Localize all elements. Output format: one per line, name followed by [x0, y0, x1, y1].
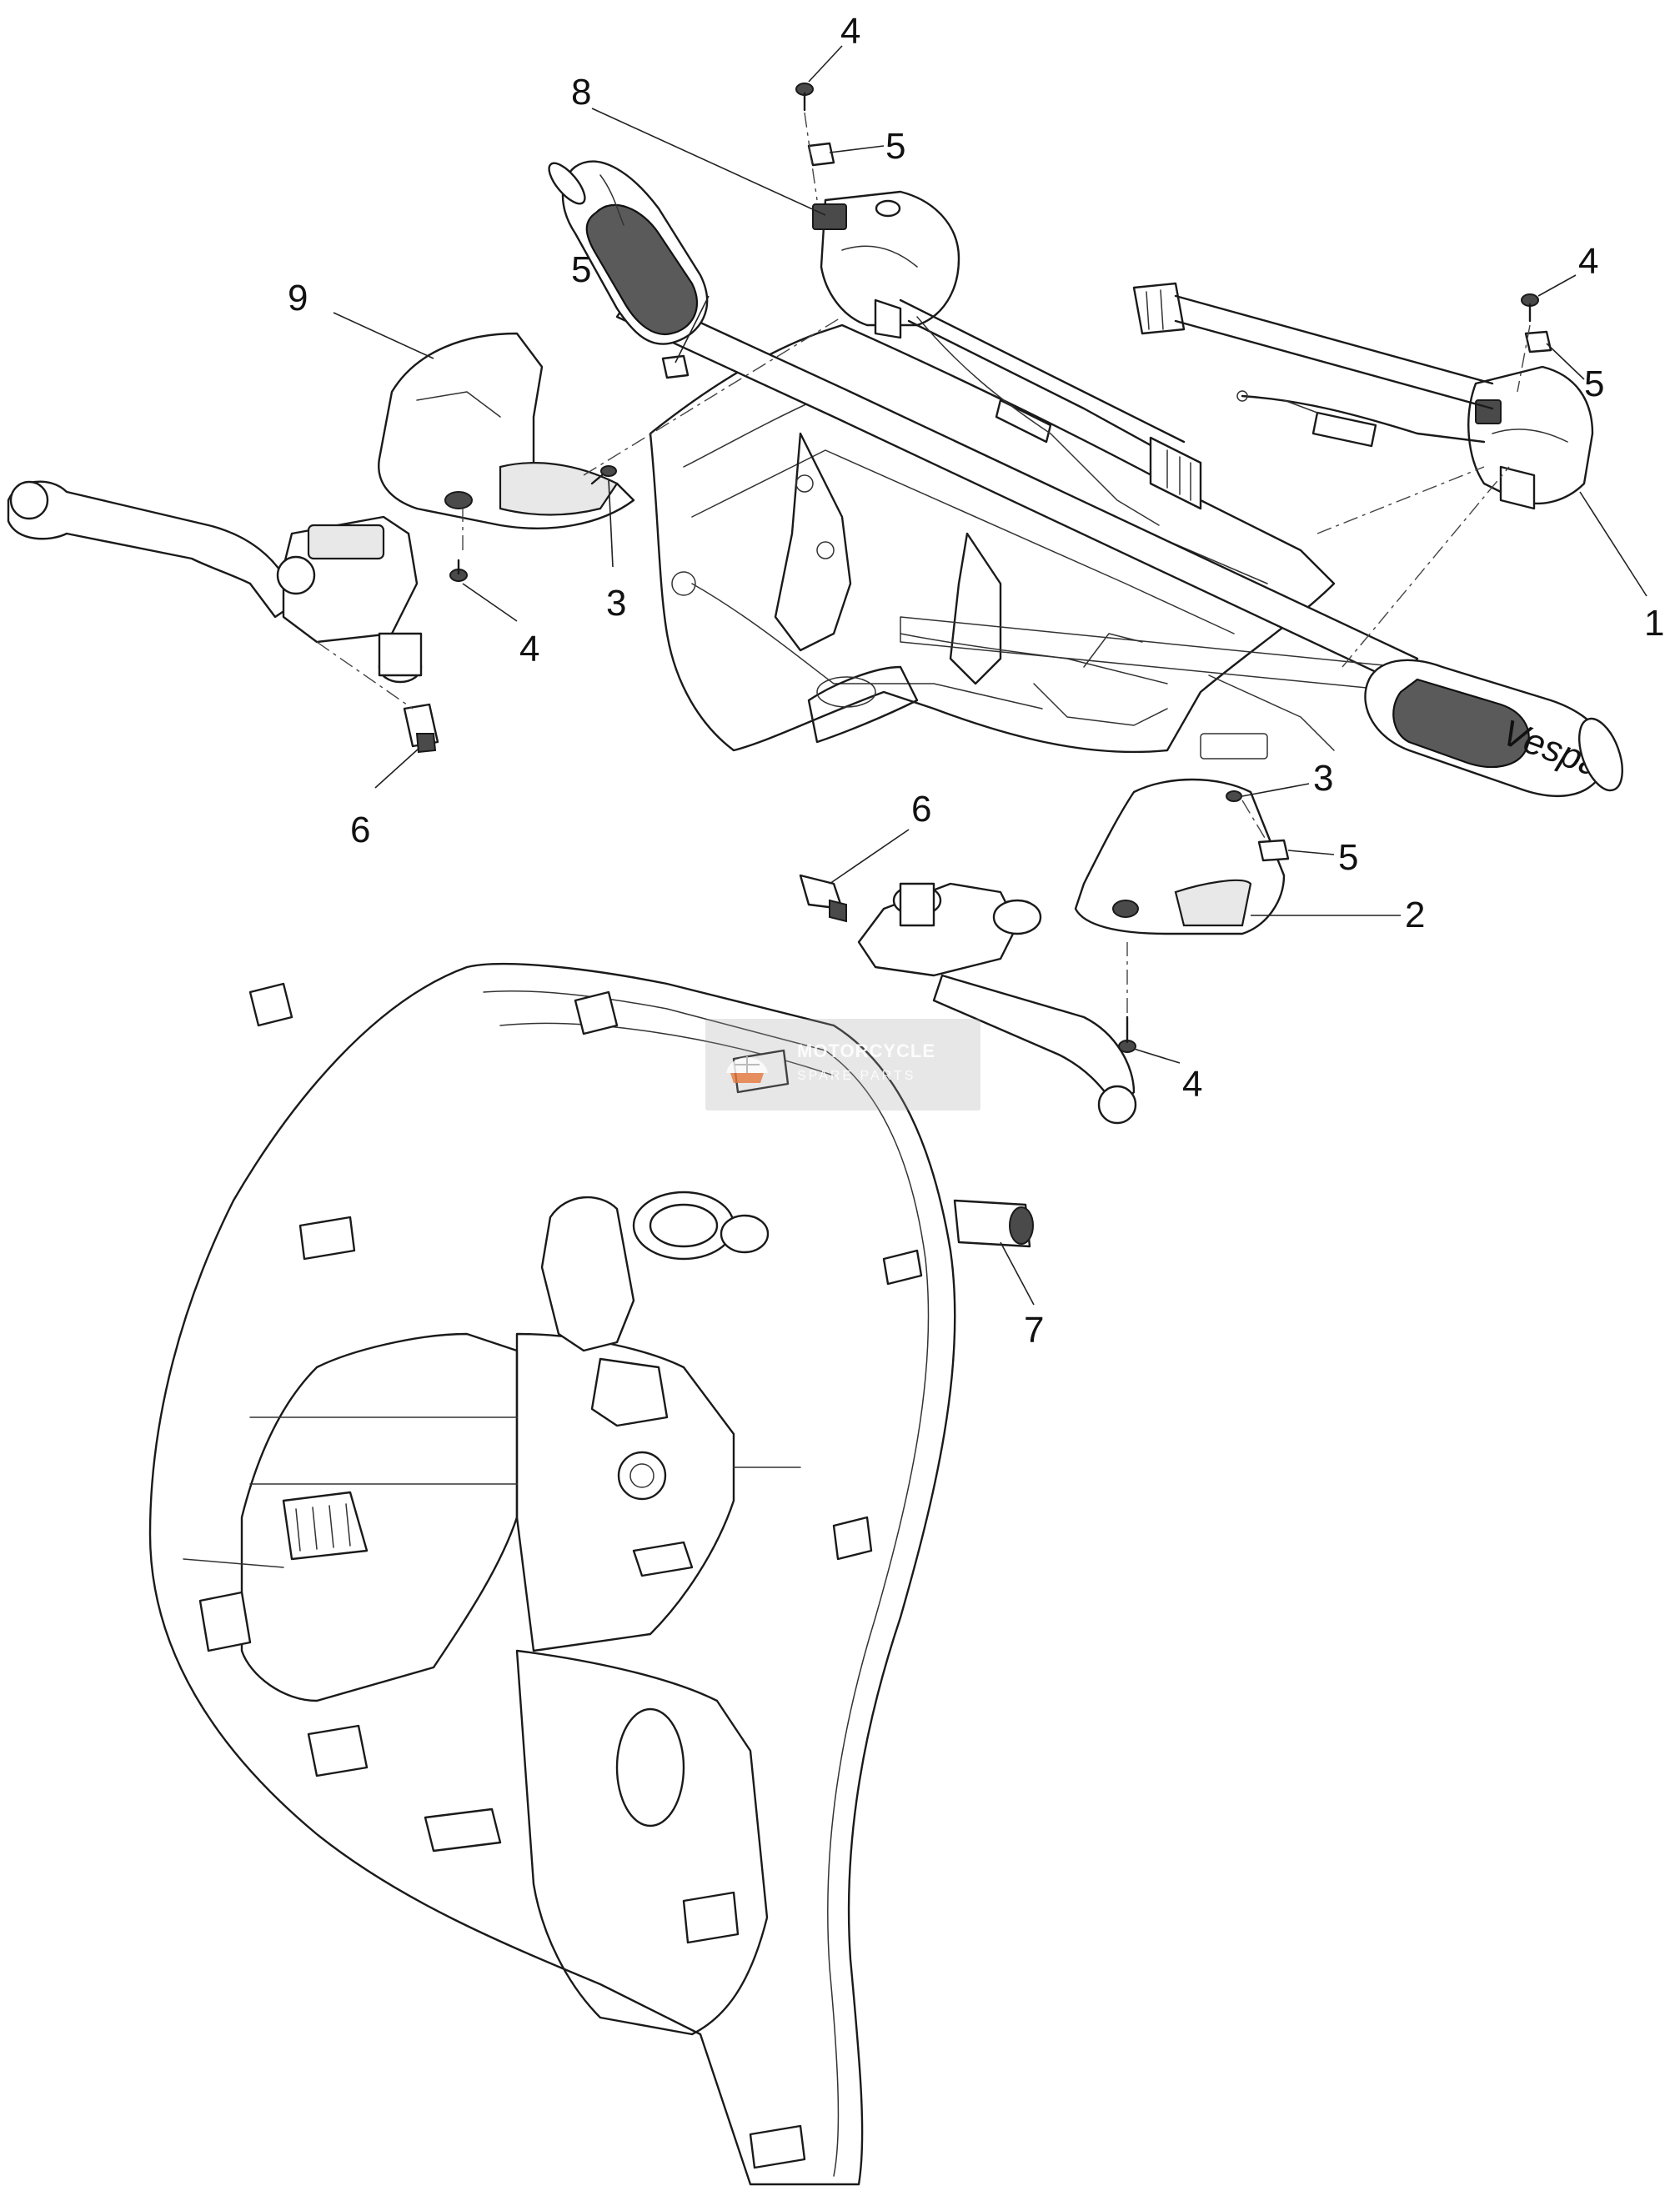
callout-5-right: 5: [1584, 363, 1604, 404]
callout-5-bottom: 5: [1338, 837, 1358, 878]
globe-logo-icon: [726, 1056, 768, 1083]
left-grip: [548, 160, 709, 345]
left-lever-cover: [378, 332, 635, 529]
handlebar-housing: [649, 323, 1336, 760]
callout-4-right: 4: [1578, 241, 1598, 282]
connector-socket: [953, 1199, 1034, 1248]
callout-5-top: 5: [885, 126, 905, 167]
callout-1: 1: [1644, 603, 1664, 644]
left-brake-switch: [403, 703, 439, 754]
assembly-center-lines: [316, 112, 1531, 1013]
right-switch-housing: [1467, 365, 1594, 510]
callout-6-right: 6: [911, 789, 931, 830]
legshield-back-panel: [148, 962, 956, 2186]
callout-3-right: 3: [1313, 758, 1333, 799]
callout-5-left: 5: [571, 249, 591, 290]
right-brake-lever: [857, 882, 1137, 1125]
right-grip: Vespa: [1364, 659, 1623, 797]
fasteners: [449, 83, 1552, 1053]
handlebar-tube: [615, 290, 1419, 693]
right-brake-switch: [799, 874, 847, 923]
callout-8: 8: [571, 72, 591, 113]
right-wiring-harness: [1132, 282, 1494, 448]
watermark: MOTORCYCLE SPARE PARTS: [705, 1019, 980, 1111]
callout-labels: 4 8 5 4 9 5 5 3 4 1 6 3 6 5 2 4 7: [288, 11, 1664, 1351]
callout-4-top: 4: [840, 11, 860, 52]
callout-4-left: 4: [519, 629, 539, 669]
callout-6-left: 6: [350, 810, 370, 850]
left-wiring-harness: [899, 298, 1202, 526]
watermark-title: MOTORCYCLE: [797, 1040, 936, 1061]
callout-3-left: 3: [606, 583, 626, 624]
watermark-subtitle: SPARE PARTS: [797, 1069, 916, 1083]
callout-9: 9: [288, 278, 308, 318]
callout-7: 7: [1024, 1310, 1044, 1351]
right-lever-cover: [1074, 778, 1286, 935]
callout-4-bottom: 4: [1182, 1064, 1202, 1105]
left-brake-lever: [7, 480, 423, 684]
left-switch-housing: [812, 190, 960, 339]
callout-leader-lines: [333, 45, 1647, 1306]
callout-2: 2: [1405, 895, 1425, 935]
